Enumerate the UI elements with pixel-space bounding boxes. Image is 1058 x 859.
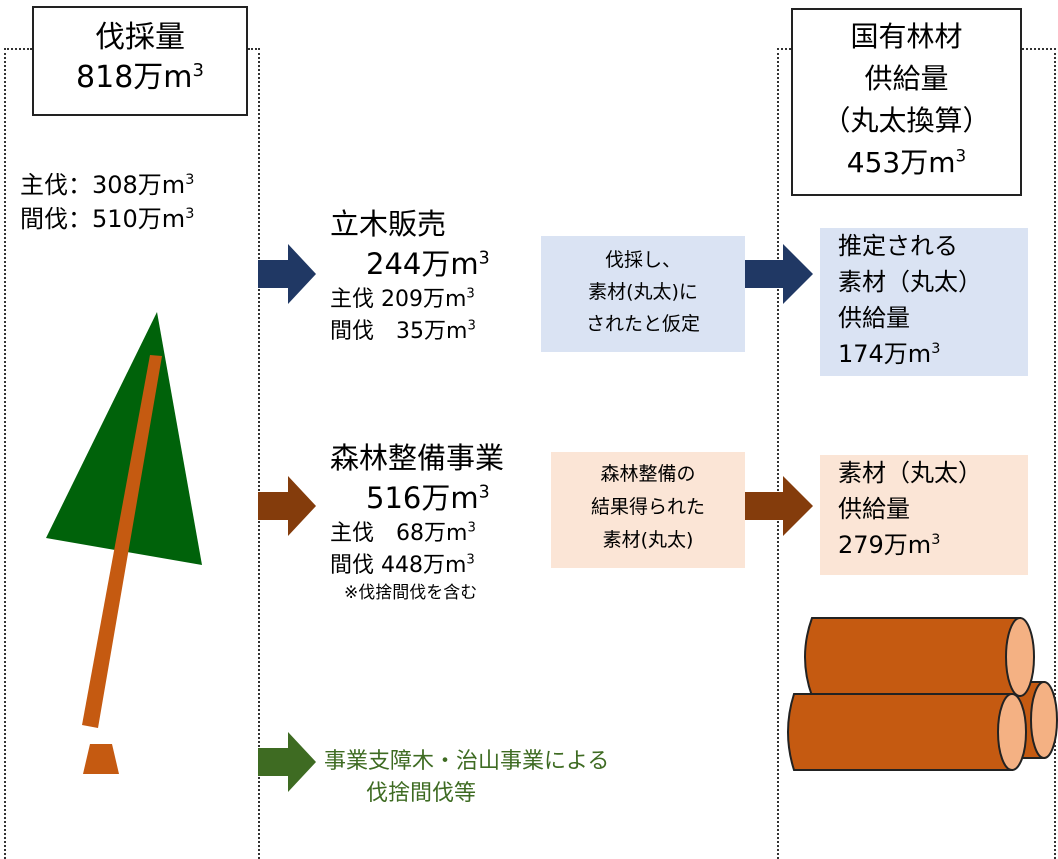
- estimated-supply-line3: 供給量: [838, 304, 910, 332]
- forest-project-amount: 516万m3: [366, 481, 490, 515]
- left-frame-top-right: [248, 48, 260, 50]
- other-line2: 伐捨間伐等: [366, 781, 477, 806]
- other-thinning-label: 事業支障木・治山事業による 伐捨間伐等: [324, 746, 609, 810]
- standing-sale-title: 立木販売: [330, 207, 447, 241]
- blue-assumption-note: 伐採し、 素材(丸太)に されたと仮定: [541, 236, 745, 352]
- blue-result-arrow-icon: [745, 244, 813, 304]
- estimated-supply-box: 推定される 素材（丸太） 供給量 174万m3: [820, 228, 1028, 376]
- tree-illustration: [46, 312, 202, 774]
- peach-note-line2: 結果得られた: [590, 496, 705, 518]
- tree-stump-icon: [83, 744, 119, 774]
- log-supply-line1: 素材（丸太）: [838, 459, 982, 487]
- right-frame-right-line: [1054, 48, 1056, 859]
- blue-note-line1: 伐採し、: [604, 249, 681, 271]
- national-forest-supply-line2: 供給量: [864, 62, 949, 95]
- final-cut-volume: 主伐：308万m3: [20, 171, 195, 199]
- forest-project-arrow-icon: [258, 476, 316, 536]
- log-top-icon: [804, 617, 1035, 697]
- harvest-breakdown: 主伐：308万m3 間伐：510万m3: [20, 168, 194, 236]
- tree-crown-icon: [46, 312, 202, 565]
- other-line1: 事業支障木・治山事業による: [324, 749, 610, 774]
- forest-project-title: 森林整備事業: [330, 441, 505, 475]
- right-frame-top-right: [1022, 48, 1056, 50]
- log-supply-amount: 279万m3: [838, 531, 941, 559]
- national-forest-supply-amount: 453万m3: [846, 145, 967, 179]
- logs-illustration: [787, 617, 1058, 771]
- forest-project-block: 森林整備事業 516万m3 主伐 68万m3 間伐 448万m3 ※伐捨間伐を含…: [330, 438, 504, 604]
- standing-sale-amount: 244万m3: [366, 247, 490, 281]
- log-supply-box: 素材（丸太） 供給量 279万m3: [820, 455, 1028, 575]
- harvest-volume-amount: 818万m3: [76, 60, 204, 95]
- national-forest-supply-line3: （丸太換算）: [822, 104, 991, 137]
- forest-project-thinning: 間伐 448万m3: [330, 552, 475, 578]
- blue-note-line3: されたと仮定: [585, 313, 700, 335]
- left-frame-left-line: [4, 48, 6, 859]
- peach-source-note: 森林整備の 結果得られた 素材(丸太): [551, 452, 745, 568]
- peach-note-line3: 素材(丸太): [602, 529, 694, 551]
- peach-result-arrow-icon: [745, 476, 813, 536]
- harvest-volume-box: 伐採量 818万m3: [32, 6, 248, 116]
- forest-project-note: ※伐捨間伐を含む: [344, 583, 478, 603]
- left-frame-top: [4, 48, 32, 50]
- log-supply-line2: 供給量: [838, 495, 910, 523]
- other-arrow-icon: [258, 732, 316, 792]
- standing-sale-arrow-icon: [258, 244, 316, 304]
- standing-sale-thinning: 間伐 35万m3: [330, 318, 476, 344]
- estimated-supply-amount: 174万m3: [838, 340, 941, 368]
- thinning-volume: 間伐：510万m3: [20, 205, 195, 233]
- right-frame-top: [777, 48, 791, 50]
- peach-note-line1: 森林整備の: [600, 463, 696, 485]
- right-frame-left-line: [777, 48, 779, 859]
- national-forest-supply-box: 国有林材 供給量 （丸太換算） 453万m3: [791, 8, 1022, 196]
- estimated-supply-line1: 推定される: [838, 232, 958, 260]
- blue-note-line2: 素材(丸太)に: [588, 281, 698, 303]
- harvest-volume-title: 伐採量: [95, 20, 185, 55]
- estimated-supply-line2: 素材（丸太）: [838, 268, 982, 296]
- forest-project-final-cut: 主伐 68万m3: [330, 520, 476, 546]
- left-frame-right-line: [258, 48, 260, 859]
- national-forest-supply-line1: 国有林材: [850, 20, 963, 53]
- tree-trunk-icon: [82, 355, 162, 728]
- log-bottom-icon: [787, 693, 1027, 771]
- standing-sale-block: 立木販売 244万m3 主伐 209万m3 間伐 35万m3: [330, 204, 490, 348]
- standing-sale-final-cut: 主伐 209万m3: [330, 286, 475, 312]
